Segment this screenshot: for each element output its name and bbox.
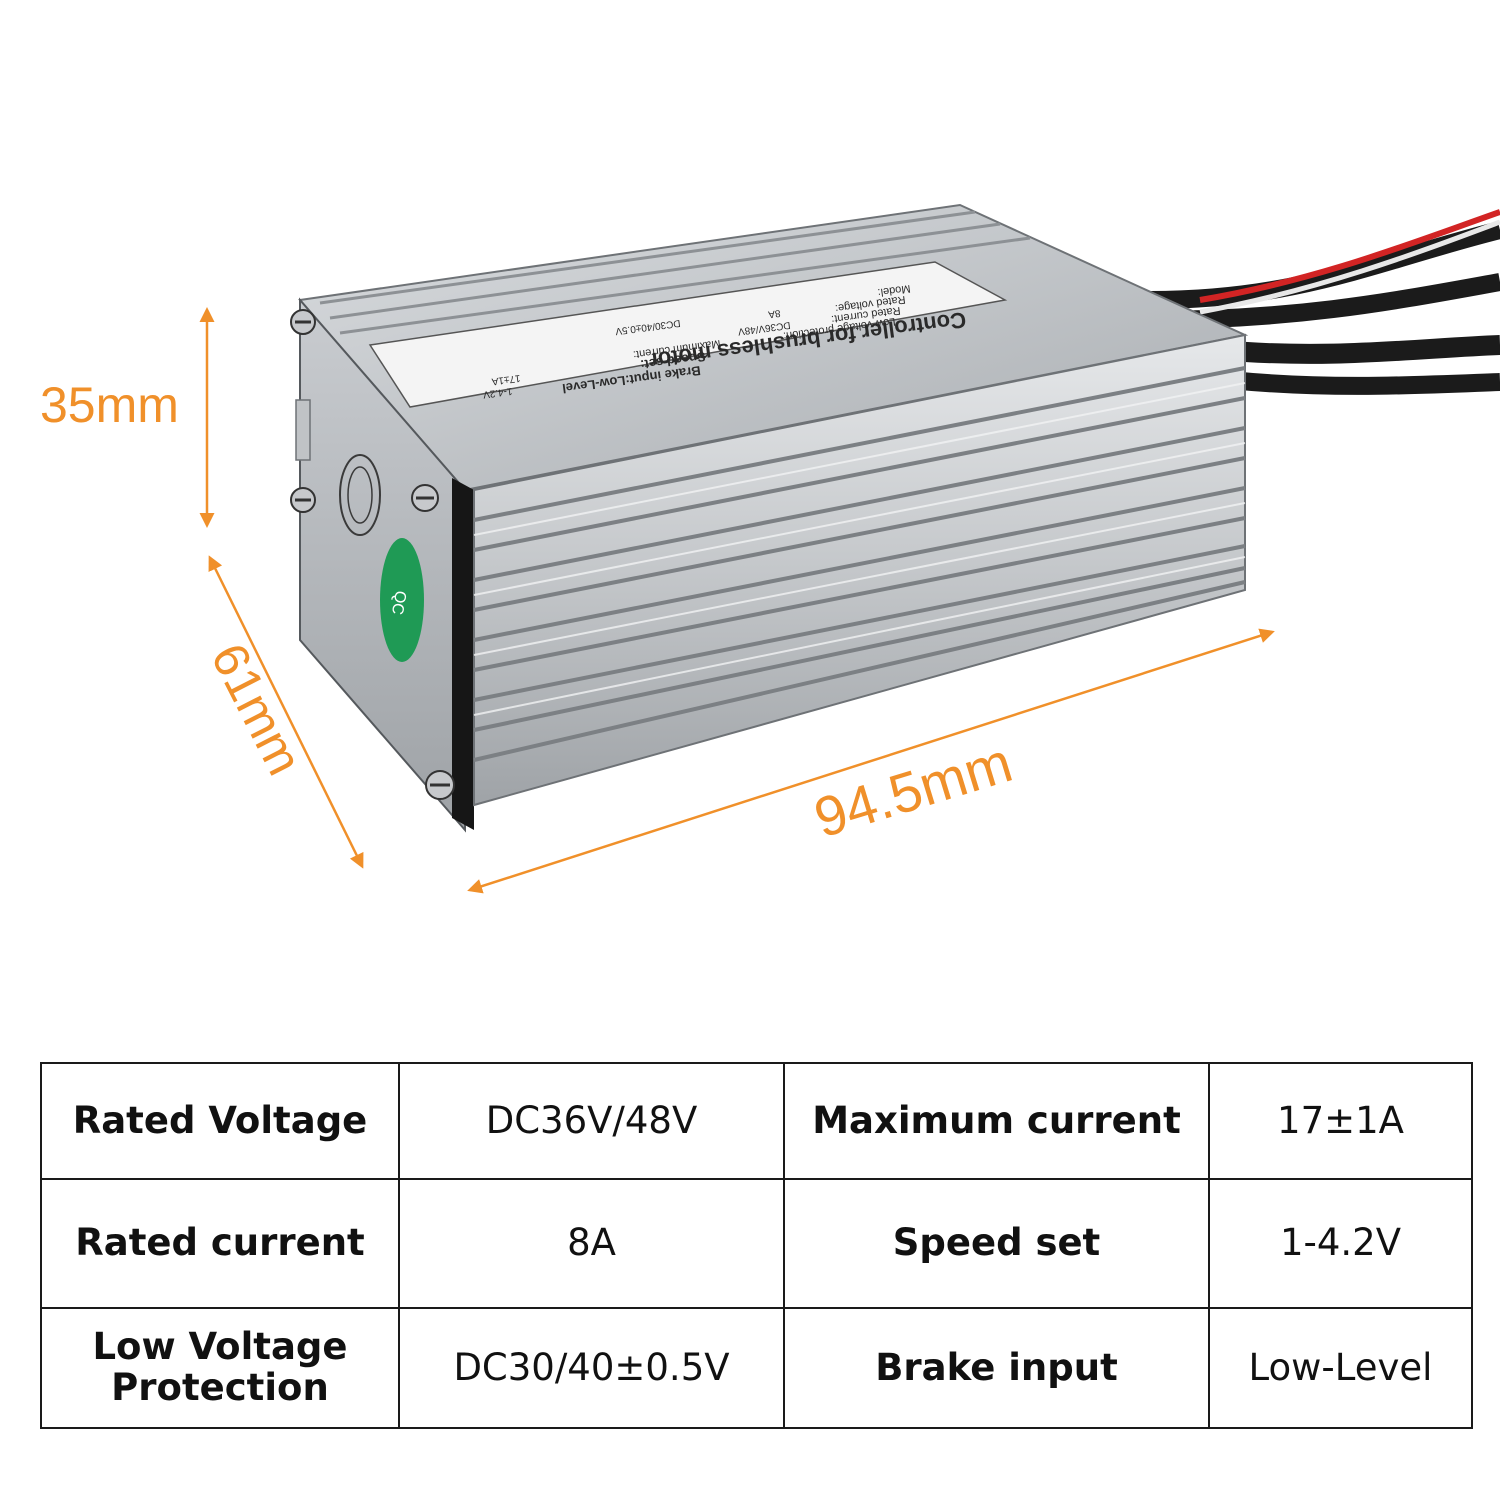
product-label-value: 17±1A [491, 372, 521, 387]
spec-table: Rated Voltage DC36V/48V Maximum current … [40, 1062, 1473, 1429]
spec-value-speed-set: 1-4.2V [1208, 1178, 1473, 1309]
housing-end-plate [299, 297, 466, 833]
spec-value-maximum-current: 17±1A [1208, 1062, 1473, 1180]
spec-label-rated-current: Rated current [40, 1178, 400, 1309]
end-plate-tab [295, 399, 311, 461]
spec-label-maximum-current: Maximum current [783, 1062, 1210, 1180]
spec-value-low-voltage-protection: DC30/40±0.5V [398, 1307, 785, 1429]
spec-label-brake-input: Brake input [783, 1307, 1210, 1429]
housing-gasket [452, 478, 474, 830]
qc-sticker: QC [380, 538, 424, 662]
spec-label-speed-set: Speed set [783, 1178, 1210, 1309]
spec-label-low-voltage-protection: Low Voltage Protection [40, 1307, 400, 1429]
product-illustration: Controller for brushless motor Model: Ra… [40, 203, 1500, 894]
spec-value-rated-current: 8A [398, 1178, 785, 1309]
table-row: Low Voltage Protection DC30/40±0.5V Brak… [40, 1307, 1473, 1429]
dimension-height-label: 35mm [40, 377, 179, 433]
screw-icon [290, 309, 316, 335]
table-row: Rated current 8A Speed set 1-4.2V [40, 1178, 1473, 1309]
dimension-depth-label: 61mm [200, 635, 313, 784]
spec-value-brake-input: Low-Level [1208, 1307, 1473, 1429]
qc-sticker-text: QC [388, 589, 409, 616]
screw-icon [425, 770, 455, 800]
certification-mark-icon [339, 454, 381, 536]
spec-value-rated-voltage: DC36V/48V [398, 1062, 785, 1180]
table-row: Rated Voltage DC36V/48V Maximum current … [40, 1062, 1473, 1180]
housing-top-ribs [319, 210, 1031, 335]
dimension-arrow [208, 555, 364, 869]
dimension-arrow [467, 628, 1275, 894]
dimension-height: 35mm [40, 307, 215, 528]
screw-icon [411, 484, 439, 512]
product-label-value: 8A [767, 307, 781, 320]
product-label-line: Model: [877, 282, 911, 298]
screw-icon [290, 487, 316, 513]
spec-label-rated-voltage: Rated Voltage [40, 1062, 400, 1180]
product-label-value: 1-4.2V [482, 385, 513, 400]
